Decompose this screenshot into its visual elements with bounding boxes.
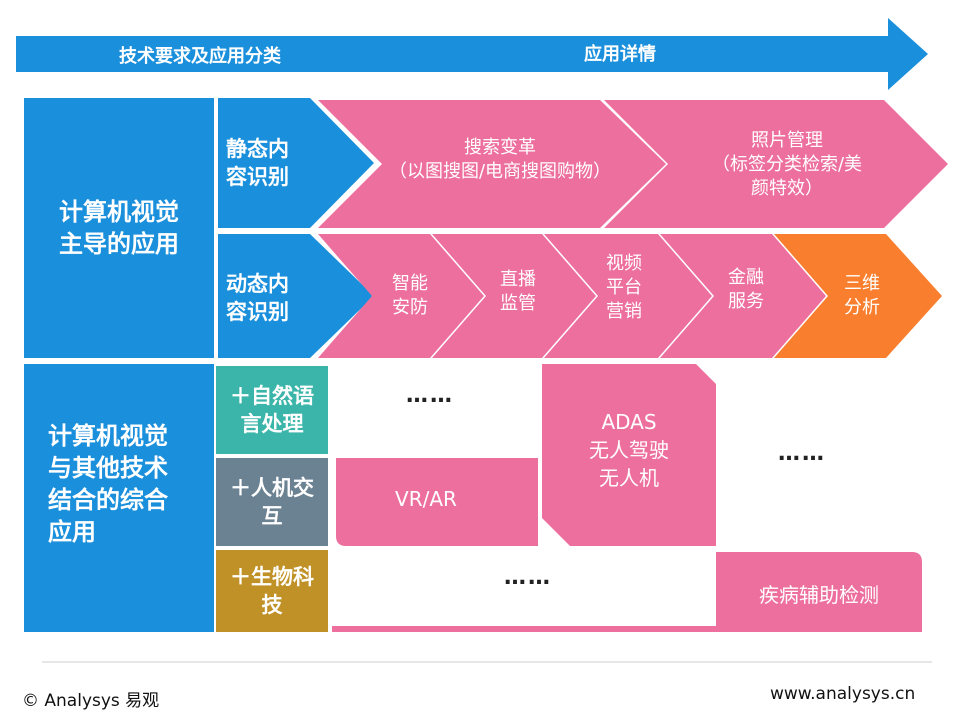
livestream-chevron-shape: [432, 234, 596, 358]
header-right-label: 应用详情: [584, 44, 656, 65]
3d-chevron-shape: [774, 234, 942, 358]
bio-label: ＋生物科 技: [230, 565, 314, 617]
photo-app-label: 照片管理 （标签分类检索/美 颜特效）: [711, 130, 863, 199]
cv-led-label: 计算机视觉 主导的应用: [59, 198, 179, 258]
bottom-pink-strip: [332, 626, 922, 632]
hci-box: [216, 458, 328, 546]
video-chevron-shape: [544, 234, 712, 358]
nlp-box: [216, 366, 328, 454]
header-left-label: 技术要求及应用分类: [119, 46, 281, 67]
adas-label: ADAS 无人驾驶 无人机: [589, 410, 669, 490]
finance-app-label: 金融 服务: [728, 267, 764, 312]
bio-more-ellipsis: ……: [504, 564, 552, 590]
static-chevron: [218, 98, 374, 228]
nlp-label: ＋自然语 言处理: [230, 384, 314, 436]
vr-ar-shape: [336, 458, 538, 546]
header-arrow: [16, 18, 928, 90]
search-app-label: 搜索变革 （以图搜图/电商搜图购物）: [388, 137, 612, 182]
disease-shape: [716, 552, 922, 632]
security-chevron-shape: [318, 234, 484, 358]
static-label: 静态内 容识别: [226, 137, 289, 189]
footer-website: www.analysys.cn: [770, 684, 916, 704]
search-chevron-shape: [318, 100, 666, 228]
video-app-label: 视频 平台 营销: [606, 253, 642, 322]
dynamic-chevron: [218, 234, 374, 358]
bio-box: [216, 550, 328, 632]
cv-combined-box: [24, 364, 214, 632]
security-app-label: 智能 安防: [392, 273, 428, 318]
hci-label: ＋人机交 互: [230, 476, 314, 528]
right-more-ellipsis: ……: [778, 440, 826, 466]
nlp-more-ellipsis: ……: [406, 382, 454, 408]
cv-led-box: [24, 98, 214, 358]
disease-label: 疾病辅助检测: [759, 582, 879, 607]
adas-shape: [542, 364, 716, 546]
vr-ar-label: VR/AR: [395, 487, 457, 511]
footer-copyright: © Analysys 易观: [22, 691, 160, 711]
cv-combined-label: 计算机视觉 与其他技术 结合的综合 应用: [48, 422, 168, 546]
livestream-app-label: 直播 监管: [500, 269, 536, 314]
photo-chevron-shape: [604, 100, 948, 228]
finance-chevron-shape: [660, 234, 826, 358]
dynamic-label: 动态内 容识别: [226, 272, 289, 324]
3d-app-label: 三维 分析: [844, 273, 880, 318]
